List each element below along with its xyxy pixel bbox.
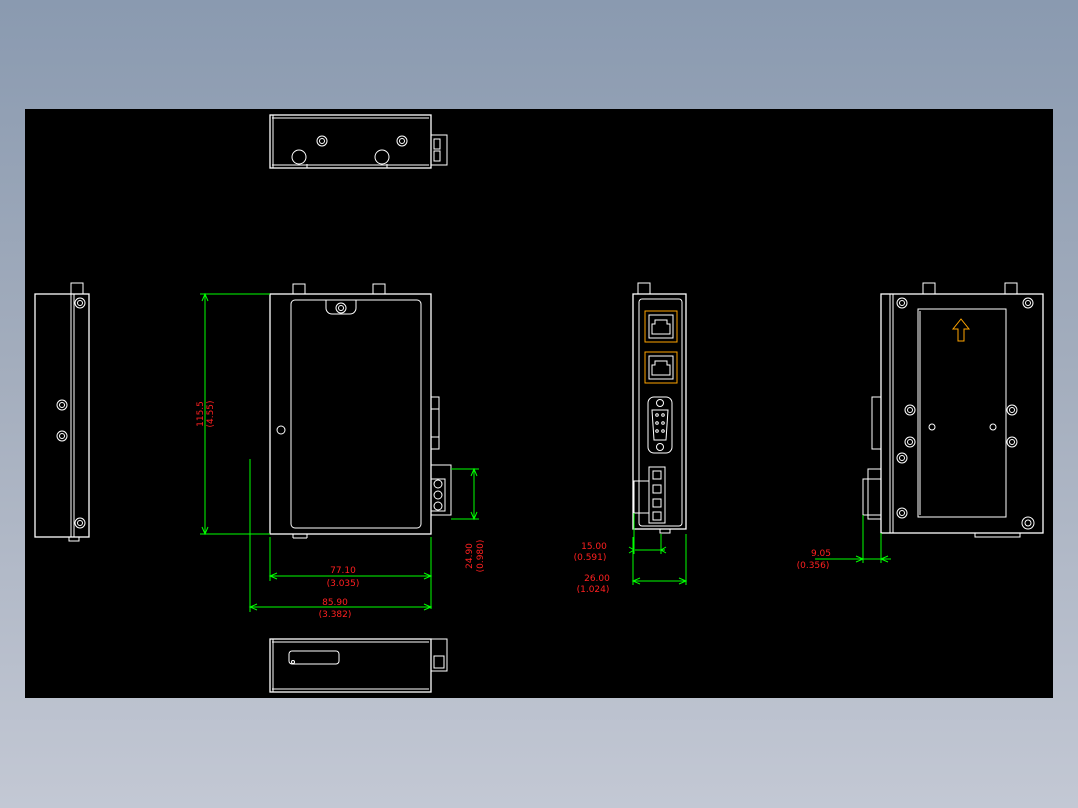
- depth-in-label: (1.024): [577, 585, 610, 595]
- bottom-view: [269, 638, 448, 693]
- top-view: [269, 114, 448, 169]
- up-arrow-icon: [951, 318, 971, 342]
- overall-width-mm-label: 85.90: [322, 598, 348, 608]
- left-side-view: [34, 282, 90, 542]
- connector-mm-label: 24.90: [465, 543, 475, 569]
- rail-offset-in-label: (0.356): [797, 561, 830, 571]
- rear-view: [862, 282, 1044, 538]
- cad-drawing-canvas[interactable]: 115.5 (4.55) 77.10 (3.035) 85.90 (3.382)…: [25, 109, 1053, 698]
- width-mm-label: 77.10: [330, 566, 356, 576]
- dimension-drawing: 115.5 (4.55) 77.10 (3.035) 85.90 (3.382)…: [34, 114, 1044, 693]
- rear-view-dimensions: [815, 515, 891, 563]
- height-mm-label: 115.5: [196, 401, 206, 427]
- overall-width-in-label: (3.382): [319, 610, 352, 620]
- front-view: [269, 283, 452, 539]
- connector-in-label: (0.980): [476, 540, 486, 573]
- port-side-view: [632, 282, 687, 534]
- port-side-dimensions: [628, 513, 688, 585]
- front-offset-in-label: (0.591): [574, 553, 607, 563]
- depth-mm-label: 26.00: [584, 574, 610, 584]
- front-view-dimensions: [200, 292, 479, 612]
- width-in-label: (3.035): [327, 579, 360, 589]
- height-in-label: (4.55): [206, 400, 216, 427]
- rail-offset-mm-label: 9.05: [811, 549, 831, 559]
- front-offset-mm-label: 15.00: [581, 542, 607, 552]
